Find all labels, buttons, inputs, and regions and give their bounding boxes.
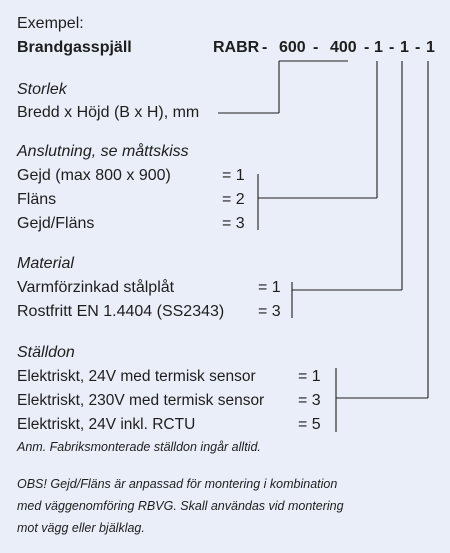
connection-option-label: Gejd/Fläns bbox=[17, 215, 95, 232]
size-line: Bredd x Höjd (B x H), mm bbox=[17, 104, 200, 121]
actuator-option-value: = 5 bbox=[298, 416, 321, 433]
actuator-heading: Ställdon bbox=[17, 344, 75, 361]
material-option-value: = 3 bbox=[258, 303, 281, 320]
connection-option-label: Fläns bbox=[17, 191, 57, 208]
code-width: 600 bbox=[279, 39, 306, 56]
material-option-label: Rostfritt EN 1.4404 (SS2343) bbox=[17, 303, 225, 320]
example-label: Exempel: bbox=[17, 15, 84, 32]
connection-option-label: Gejd (max 800 x 900) bbox=[17, 167, 171, 184]
code-connection: 1 bbox=[374, 39, 383, 56]
material-option-value: = 1 bbox=[258, 279, 281, 296]
obs-note-line: OBS! Gejd/Fläns är anpassad för monterin… bbox=[17, 477, 338, 491]
actuator-option-label: Elektriskt, 24V med termisk sensor bbox=[17, 368, 256, 385]
connection-option-value: = 1 bbox=[222, 167, 245, 184]
material-heading: Material bbox=[17, 255, 74, 272]
material-option-label: Varmförzinkad stålplåt bbox=[17, 279, 175, 296]
actuator-option-label: Elektriskt, 230V med termisk sensor bbox=[17, 392, 265, 409]
obs-note-line: mot vägg eller bjälklag. bbox=[17, 521, 145, 535]
connection-option-value: = 3 bbox=[222, 215, 245, 232]
actuator-option-value: = 1 bbox=[298, 368, 321, 385]
actuator-option-value: = 3 bbox=[298, 392, 321, 409]
connection-option-value: = 2 bbox=[222, 191, 245, 208]
code-prefix: RABR bbox=[213, 39, 260, 56]
size-heading: Storlek bbox=[17, 81, 67, 98]
actuator-option-label: Elektriskt, 24V inkl. RCTU bbox=[17, 416, 196, 433]
code-actuator: 1 bbox=[426, 39, 435, 56]
code-separator: - bbox=[364, 39, 370, 56]
code-separator: - bbox=[415, 39, 421, 56]
product-name: Brandgasspjäll bbox=[17, 39, 132, 56]
code-height: 400 bbox=[330, 39, 357, 56]
code-separator: - bbox=[389, 39, 395, 56]
connection-heading: Anslutning, se måttskiss bbox=[17, 143, 189, 160]
code-separator: - bbox=[313, 39, 319, 56]
code-material: 1 bbox=[400, 39, 409, 56]
actuator-note: Anm. Fabriksmonterade ställdon ingår all… bbox=[17, 440, 261, 454]
obs-note-line: med väggenomföring RBVG. Skall användas … bbox=[17, 499, 344, 513]
code-separator: - bbox=[262, 39, 268, 56]
